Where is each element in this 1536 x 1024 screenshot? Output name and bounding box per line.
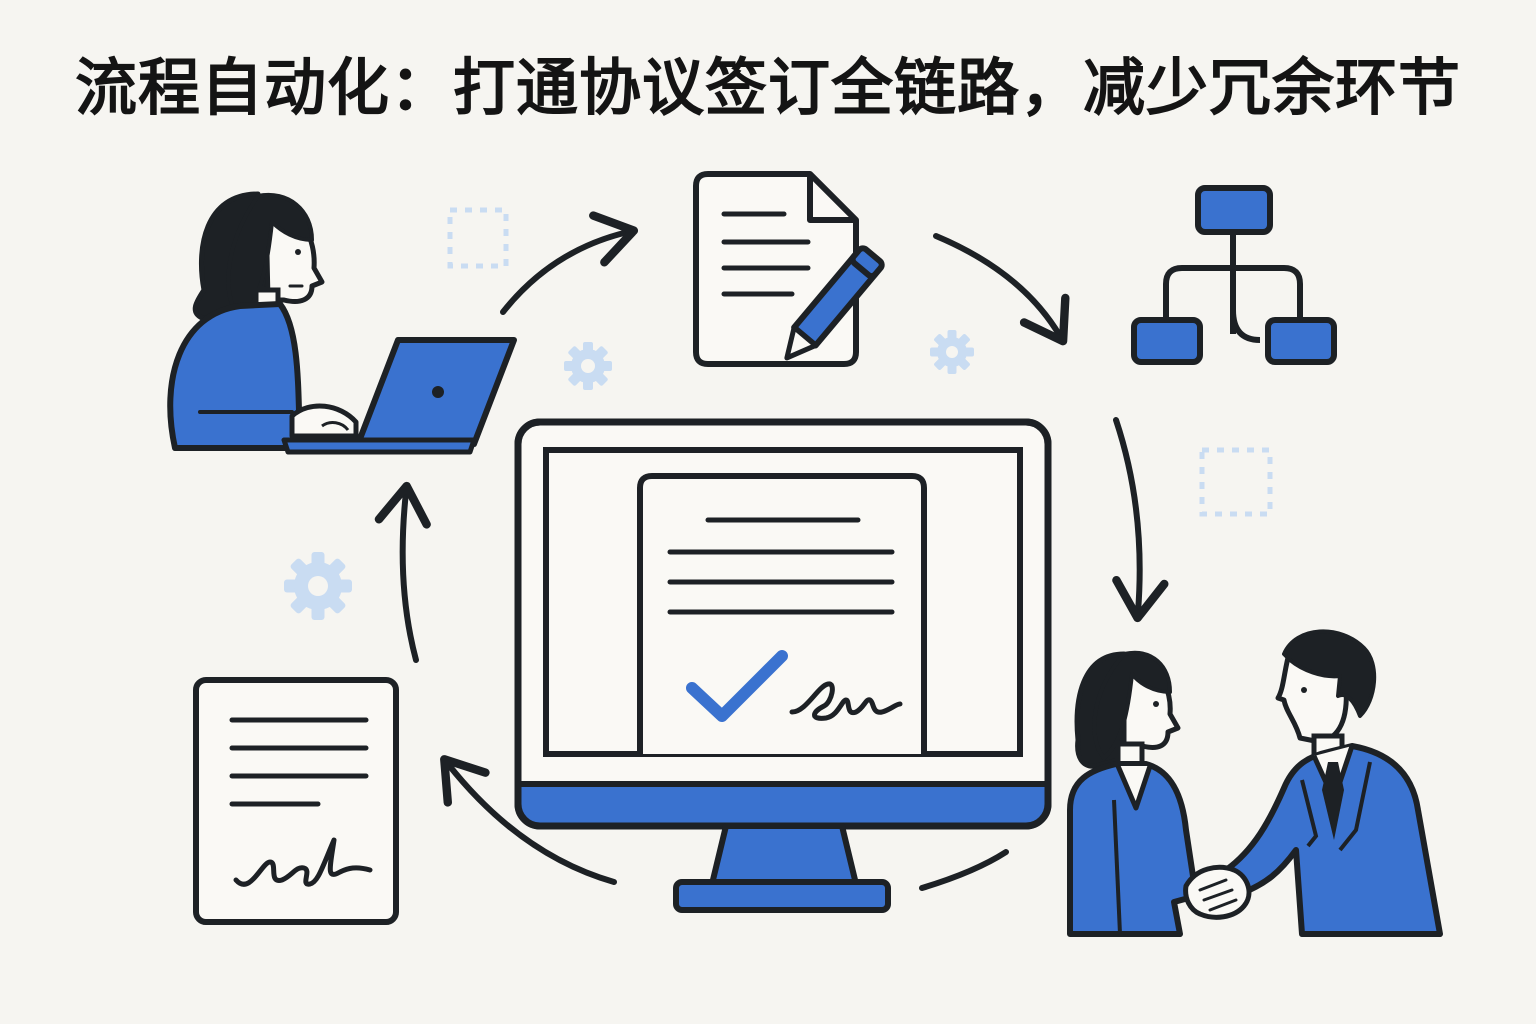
signature xyxy=(233,837,373,887)
flow-arrow-to-drafting xyxy=(500,211,639,315)
handshake-icon xyxy=(1067,629,1443,937)
org-chart-icon xyxy=(1131,185,1337,365)
signed-document-icon xyxy=(193,677,399,925)
flow-connector xyxy=(919,849,1009,891)
gear-icon xyxy=(284,552,352,620)
gear-icon xyxy=(930,330,974,374)
gear-icon xyxy=(564,342,612,390)
flow-arrow-to-approval xyxy=(933,233,1070,346)
monitor-signed-document-icon xyxy=(514,418,1052,913)
flow-arrow-to-meeting xyxy=(1112,417,1169,623)
signature xyxy=(789,681,903,721)
flow-arrow-to-request xyxy=(374,481,431,663)
decor-dotted-square xyxy=(1199,447,1273,517)
flow-arrow-to-archive xyxy=(440,755,617,885)
page-title: 流程自动化：打通协议签订全链路，减少冗余环节 xyxy=(74,51,1461,124)
check-icon xyxy=(686,650,788,722)
decor-dotted-square xyxy=(447,207,509,269)
document-edit-icon xyxy=(693,171,885,367)
woman-laptop-icon xyxy=(167,191,517,455)
